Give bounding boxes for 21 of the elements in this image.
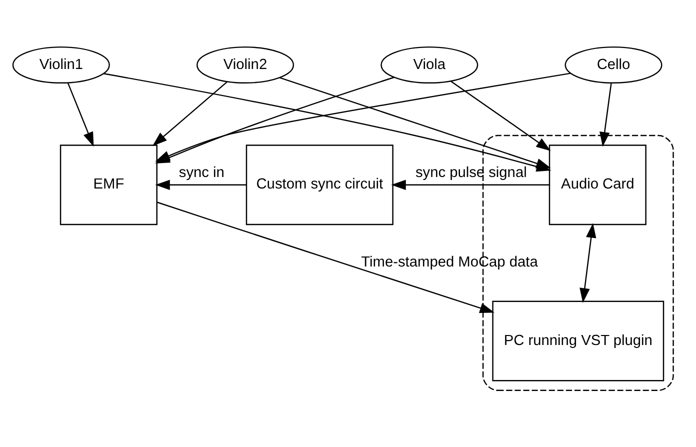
arrow [67, 82, 94, 147]
arrow [155, 72, 571, 162]
node-ellipse: Viola [380, 46, 478, 84]
node-box: Custom sync circuit [246, 144, 394, 226]
node-ellipse: Violin1 [12, 46, 110, 84]
node-ellipse: Violin2 [196, 46, 294, 84]
node-box: Audio Card [548, 144, 646, 226]
arrow [280, 77, 551, 168]
node-ellipse: Cello [564, 46, 662, 84]
node-box: EMF [60, 144, 158, 226]
arrow [580, 223, 596, 303]
arrow [600, 83, 612, 147]
node-box: PC running VST plugin [492, 300, 664, 382]
arrow [156, 202, 494, 313]
arrow [155, 180, 246, 190]
arrow [391, 180, 550, 190]
edge-label: Time-stamped MoCap data [361, 254, 538, 271]
edge-label: sync pulse signal [415, 165, 527, 182]
arrow [450, 80, 551, 151]
arrow [152, 82, 228, 146]
edge-label: sync in [178, 165, 224, 182]
